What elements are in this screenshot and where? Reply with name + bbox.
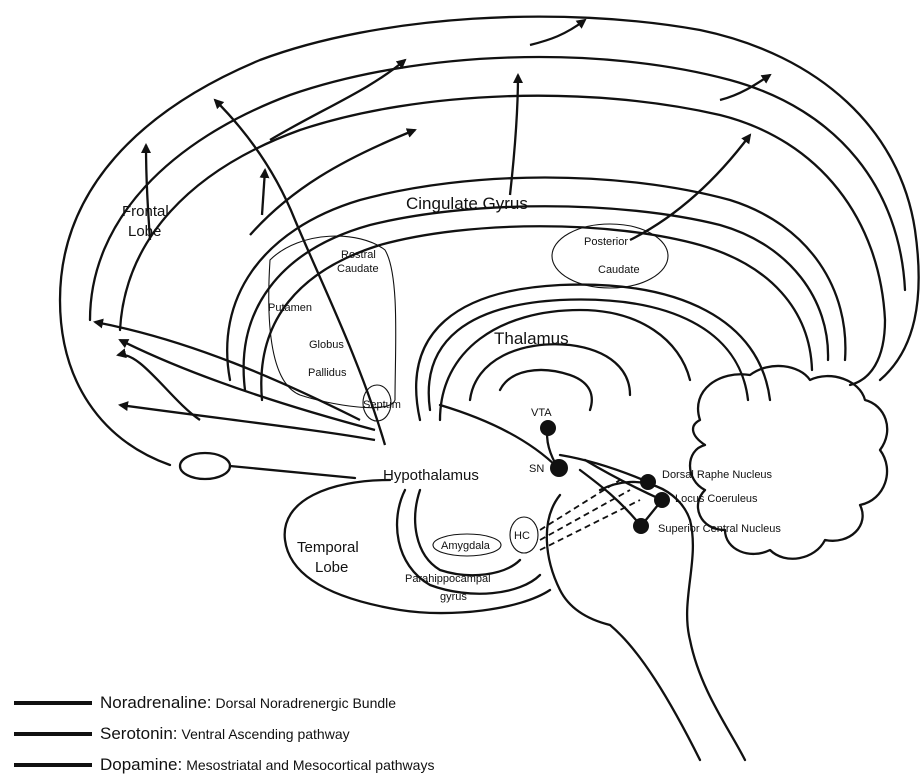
label-locus-coeruleus: Locus Coeruleus bbox=[675, 493, 758, 505]
temporal-inner-2 bbox=[415, 490, 520, 575]
superior-central-nucleus bbox=[633, 518, 649, 534]
pathway-frontal-2 bbox=[120, 340, 375, 430]
locus-coeruleus-nucleus bbox=[654, 492, 670, 508]
pathway-posterior-up bbox=[630, 135, 750, 240]
label-globus: Globus bbox=[309, 339, 344, 351]
dashed-pathway-3 bbox=[540, 500, 640, 550]
legend-line-serotonin bbox=[14, 732, 92, 736]
legend-name-noradrenaline: Noradrenaline: bbox=[100, 693, 212, 713]
pathway-cortex-2 bbox=[262, 170, 265, 215]
raphe-line bbox=[560, 455, 648, 482]
label-sn: SN bbox=[529, 463, 544, 475]
legend-line-noradrenaline bbox=[14, 701, 92, 705]
sn-nucleus bbox=[550, 459, 568, 477]
label-dorsal-raphe: Dorsal Raphe Nucleus bbox=[662, 469, 773, 481]
posterior-caudate-region bbox=[552, 224, 668, 288]
legend-item-serotonin: Serotonin: Ventral Ascending pathway bbox=[14, 724, 350, 744]
label-hypothalamus: Hypothalamus bbox=[383, 467, 479, 484]
pathway-cortex-3 bbox=[270, 60, 405, 140]
label-caudate: Caudate bbox=[337, 263, 379, 275]
legend-name-serotonin: Serotonin: bbox=[100, 724, 178, 744]
label-pallidus: Pallidus bbox=[308, 367, 347, 379]
vta-nucleus bbox=[540, 420, 556, 436]
label-superior-central: Superior Central Nucleus bbox=[658, 523, 781, 535]
label-putamen: Putamen bbox=[268, 302, 312, 314]
cingulate-inner bbox=[244, 206, 828, 390]
label-hc: HC bbox=[514, 530, 530, 542]
thalamus-core bbox=[500, 370, 592, 410]
legend-name-dopamine: Dopamine: bbox=[100, 755, 182, 775]
label-temporal-lobe: Lobe bbox=[315, 559, 348, 576]
legend-line-dopamine bbox=[14, 763, 92, 767]
thalamus-outline bbox=[440, 310, 690, 420]
label-rostral: Rostral bbox=[341, 249, 376, 261]
brain-outline bbox=[60, 17, 919, 465]
label-thalamus: Thalamus bbox=[494, 329, 569, 348]
label-temporal: Temporal bbox=[297, 539, 359, 556]
label-gyrus: gyrus bbox=[440, 591, 467, 603]
legend-item-noradrenaline: Noradrenaline: Dorsal Noradrenergic Bund… bbox=[14, 693, 396, 713]
olfactory-tract bbox=[230, 466, 355, 478]
label-posterior-caudate: Caudate bbox=[598, 264, 640, 276]
dashed-pathway-2 bbox=[540, 490, 630, 540]
legend-item-dopamine: Dopamine: Mesostriatal and Mesocortical … bbox=[14, 755, 434, 775]
label-posterior: Posterior bbox=[584, 236, 628, 248]
rostral-caudate-region bbox=[269, 236, 396, 408]
dorsal-raphe-nucleus bbox=[640, 474, 656, 490]
pathway-cortex-4 bbox=[530, 20, 585, 45]
label-frontal-lobe-1: Frontal bbox=[122, 203, 169, 220]
c-tract-2 bbox=[429, 300, 748, 410]
label-amygdala: Amygdala bbox=[441, 540, 491, 552]
superior-line bbox=[580, 470, 641, 526]
pathway-frontal-1 bbox=[120, 405, 375, 440]
label-cingulate-gyrus: Cingulate Gyrus bbox=[406, 194, 528, 213]
label-parahippocampal: Parahippocampal bbox=[405, 573, 491, 585]
dashed-pathway-1 bbox=[540, 480, 620, 530]
legend-desc-serotonin: Ventral Ascending pathway bbox=[182, 726, 350, 742]
label-vta: VTA bbox=[531, 407, 552, 419]
olfactory-bulb bbox=[180, 453, 230, 479]
legend-desc-dopamine: Mesostriatal and Mesocortical pathways bbox=[186, 757, 434, 773]
label-frontal-lobe-2: Lobe bbox=[128, 223, 161, 240]
label-septum: Septum bbox=[363, 399, 401, 411]
thalamus-inner bbox=[470, 344, 630, 400]
legend-desc-noradrenaline: Dorsal Noradrenergic Bundle bbox=[216, 695, 397, 711]
